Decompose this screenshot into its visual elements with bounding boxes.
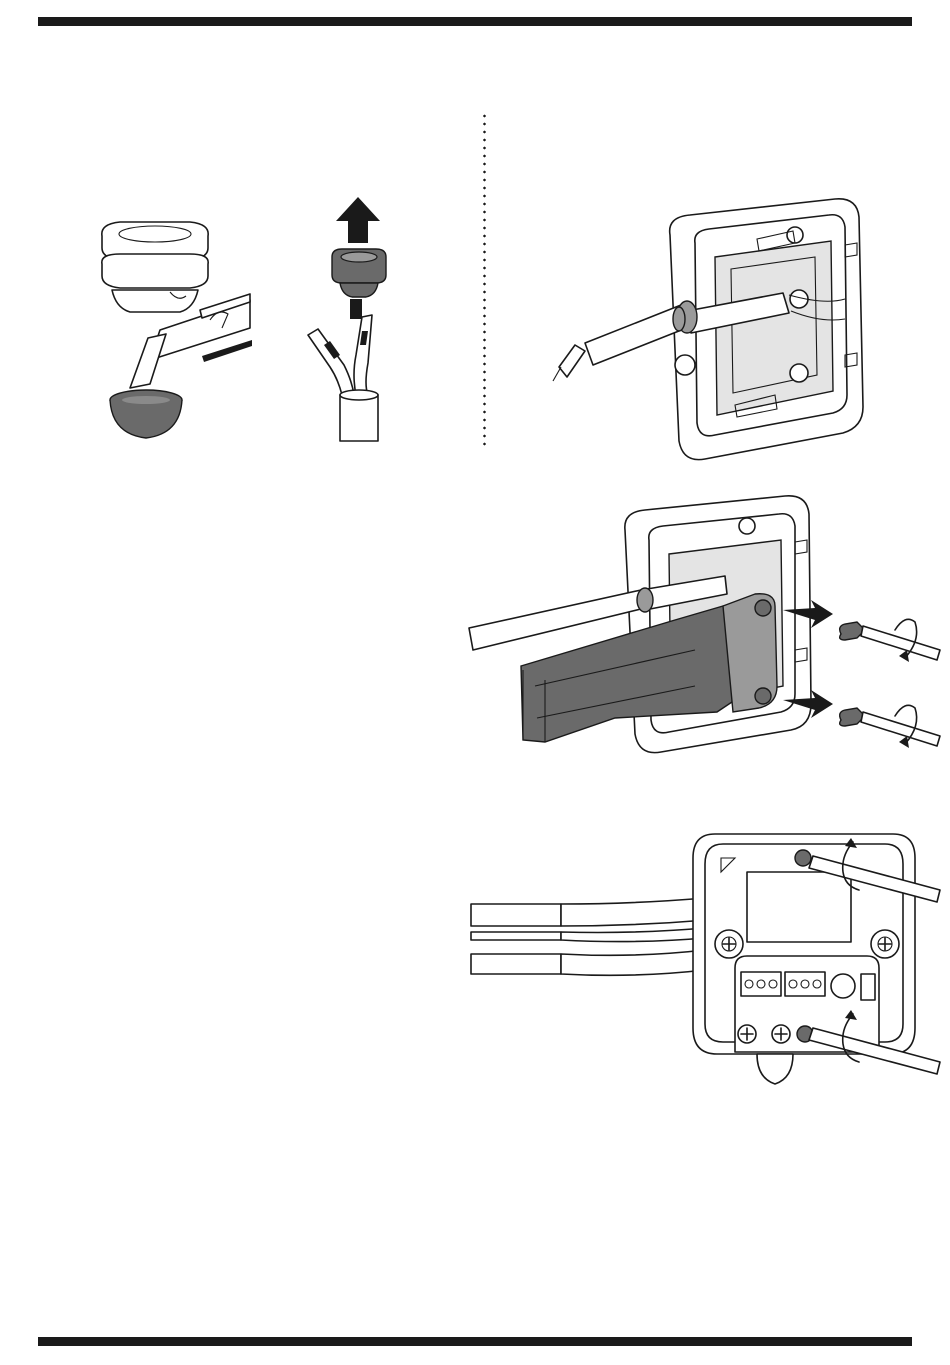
housing-with-cable-figure — [545, 195, 865, 465]
grommet-on-cable-figure — [300, 195, 400, 445]
bottom-rule — [38, 1337, 912, 1346]
grommet-icon — [332, 249, 386, 297]
grommet-icon — [102, 222, 208, 312]
housing-terminal-view-figure — [465, 828, 940, 1093]
grommet-cap-icon — [110, 390, 182, 438]
grommet-cutting-figure — [90, 210, 270, 450]
cable-icon — [471, 898, 707, 975]
up-arrow-icon — [336, 197, 380, 243]
cable-cover-mounting-figure — [465, 490, 940, 770]
cable-icon — [308, 299, 378, 441]
terminal-block-icon — [735, 956, 879, 1084]
top-rule — [38, 17, 912, 26]
dotted-divider — [483, 112, 486, 450]
